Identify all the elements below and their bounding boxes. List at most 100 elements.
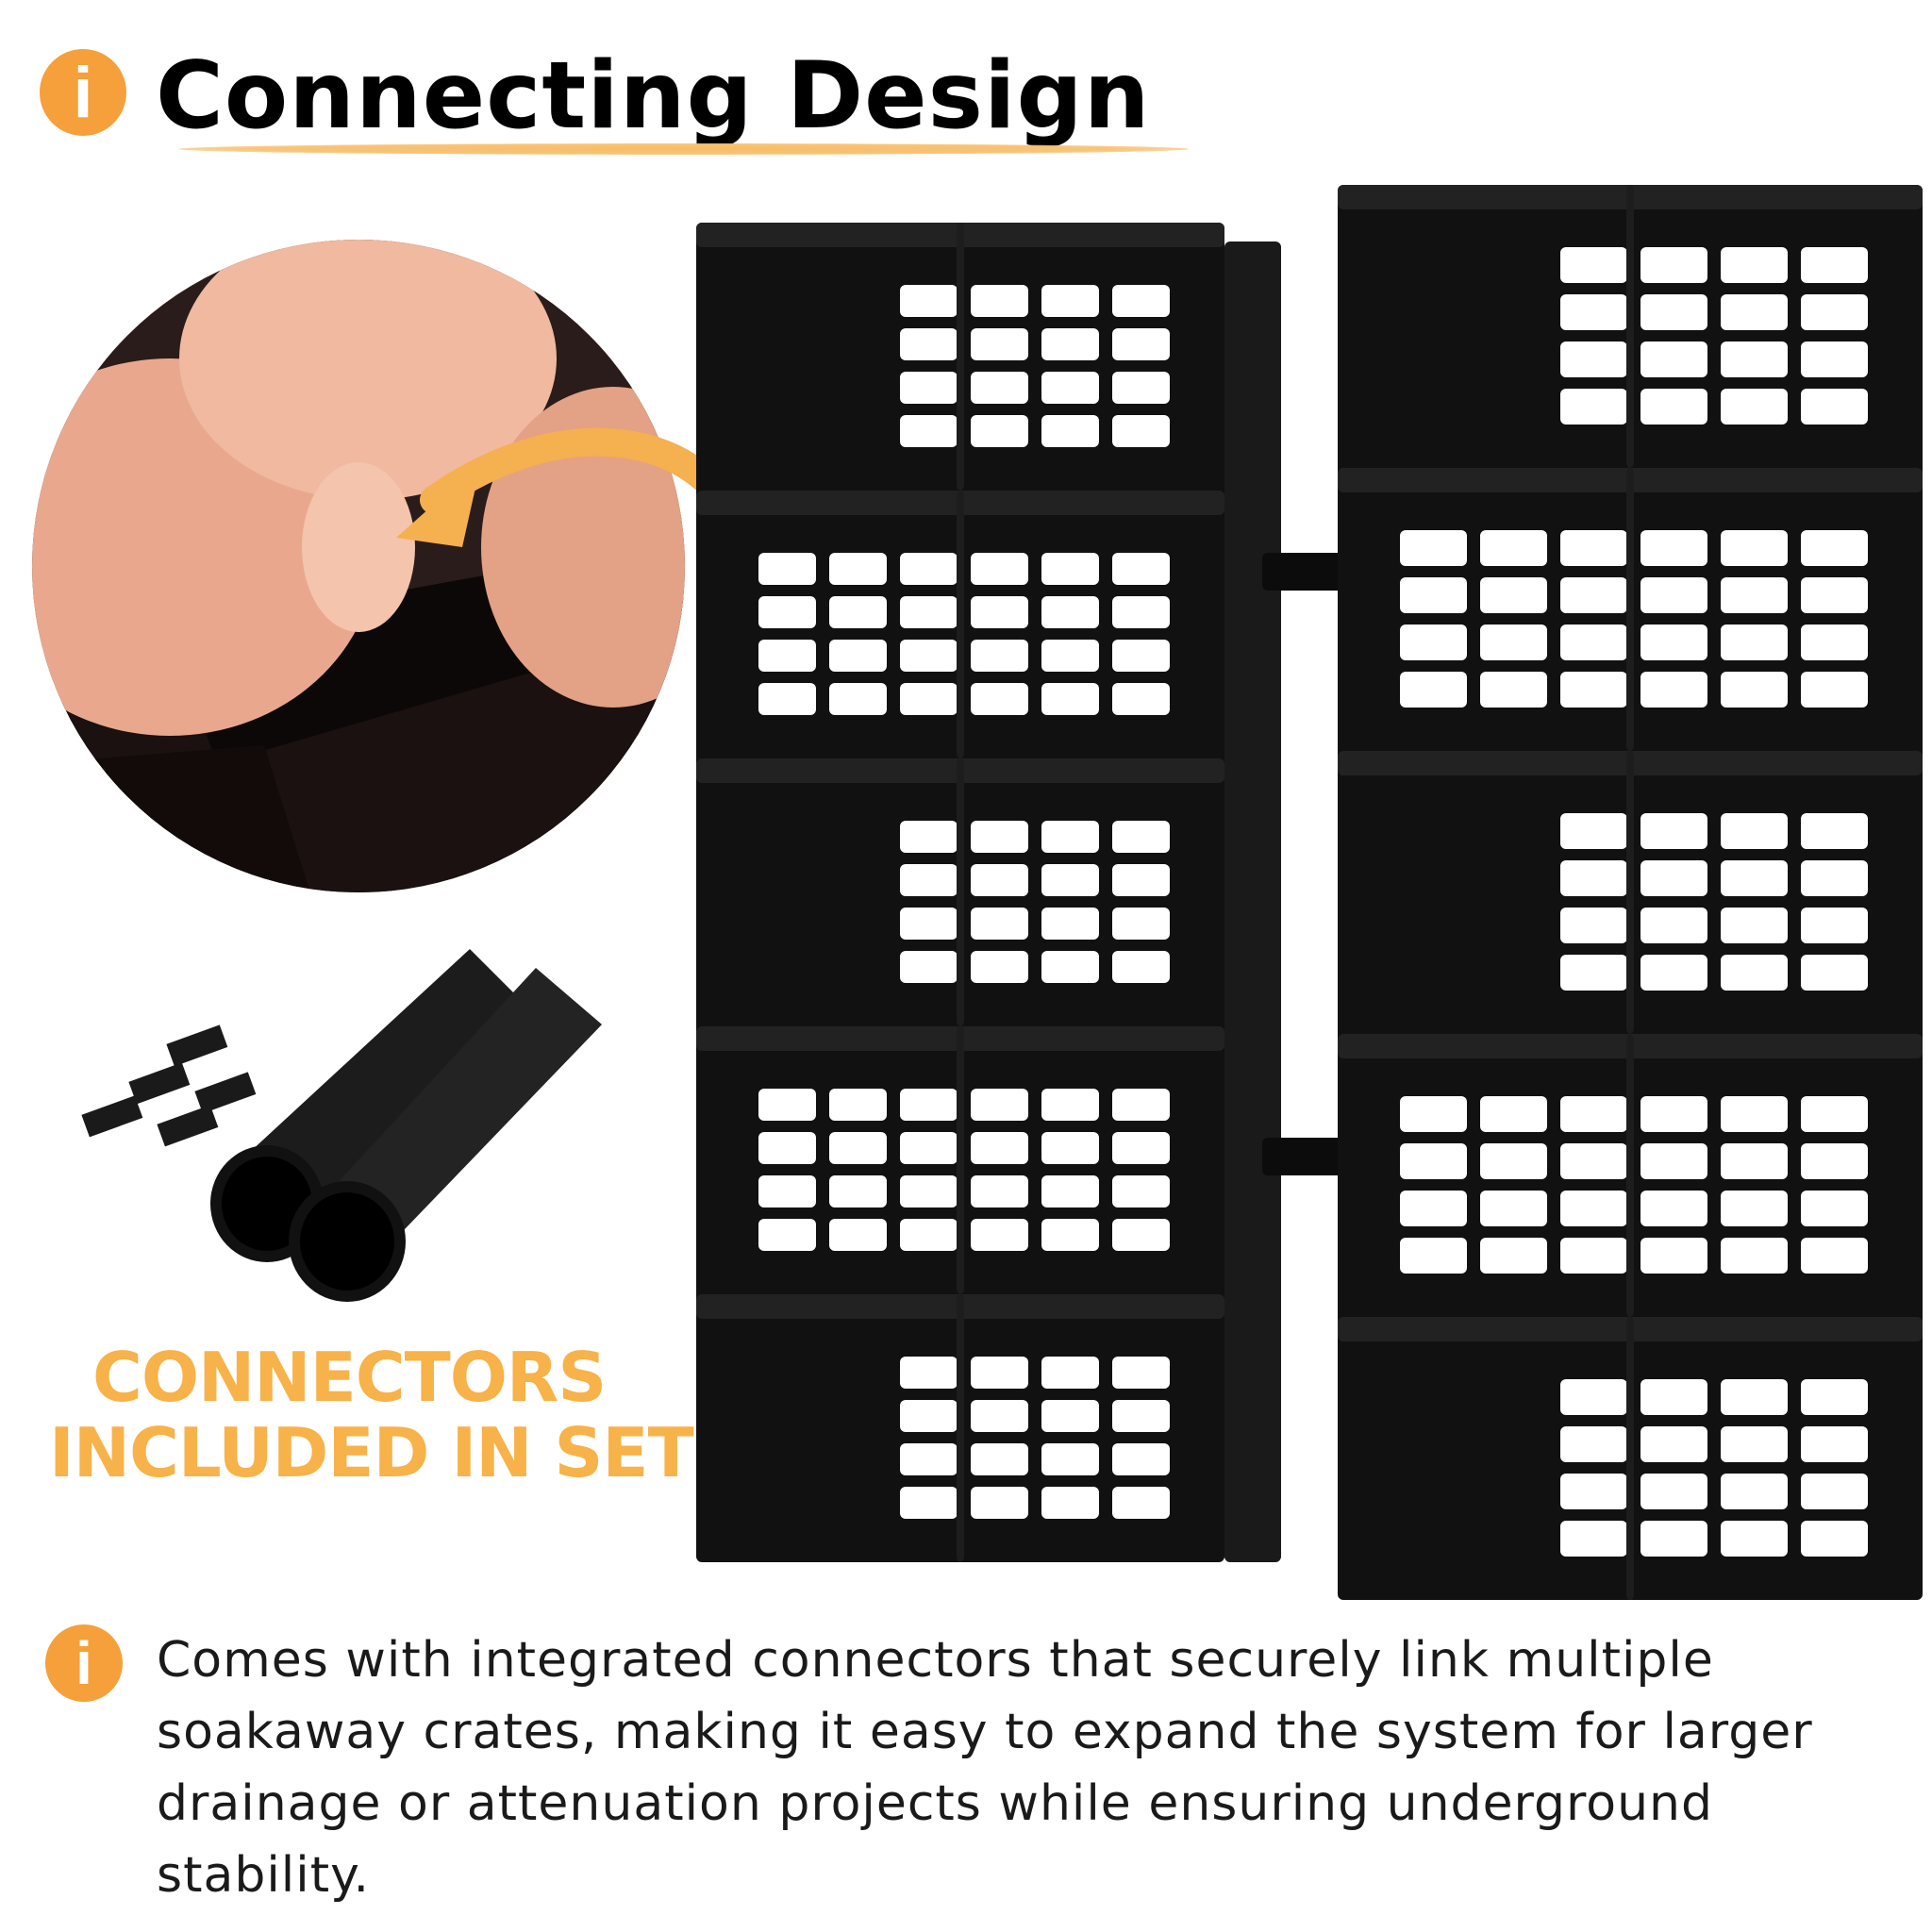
- crate-opening: [1041, 596, 1099, 628]
- crate-opening: [1041, 415, 1099, 447]
- crate-opening: [971, 821, 1028, 853]
- crate-opening: [1112, 864, 1170, 896]
- crate-opening: [1721, 672, 1788, 708]
- crate-opening: [900, 596, 958, 628]
- crate-opening: [1641, 625, 1707, 660]
- crate-opening: [1112, 596, 1170, 628]
- crate-opening: [971, 1400, 1028, 1432]
- crate-opening: [900, 640, 958, 672]
- crate-opening: [1041, 1089, 1099, 1121]
- crate-opening: [1480, 1191, 1547, 1226]
- crate-side-panel: [1224, 242, 1281, 1562]
- crate-opening: [1721, 341, 1788, 377]
- crate-opening: [1041, 1487, 1099, 1519]
- crate-opening: [1641, 294, 1707, 330]
- crate-opening: [1112, 328, 1170, 360]
- crate-opening: [1801, 1143, 1868, 1179]
- crate-opening: [1721, 1426, 1788, 1462]
- crate-opening: [1480, 672, 1547, 708]
- crate-opening: [829, 1132, 887, 1164]
- crate-opening: [1480, 1143, 1547, 1179]
- crate-opening: [1560, 1238, 1627, 1274]
- crate-opening: [1801, 1379, 1868, 1415]
- crate-opening: [1112, 640, 1170, 672]
- description-info-icon: i: [45, 1624, 123, 1702]
- crate-opening: [829, 683, 887, 715]
- crate-opening: [1721, 530, 1788, 566]
- crate-opening: [1560, 1143, 1627, 1179]
- crate-opening: [1641, 1426, 1707, 1462]
- crate-opening: [1112, 1175, 1170, 1208]
- connector-pipe: [1262, 553, 1357, 591]
- crate-opening: [1560, 908, 1627, 943]
- crate-opening: [1641, 341, 1707, 377]
- crate-opening: [1801, 247, 1868, 283]
- crate-opening: [971, 553, 1028, 585]
- crate-opening: [829, 553, 887, 585]
- crate-opening: [1400, 577, 1467, 613]
- crate-opening: [758, 1089, 816, 1121]
- crate-opening: [758, 683, 816, 715]
- crate-opening: [1801, 389, 1868, 425]
- crate-opening: [1112, 553, 1170, 585]
- crate-opening: [1560, 1474, 1627, 1509]
- crate-opening: [1641, 389, 1707, 425]
- crate-opening: [1041, 640, 1099, 672]
- crate-opening: [758, 553, 816, 585]
- crate-opening: [1041, 951, 1099, 983]
- crate-opening: [1112, 1219, 1170, 1251]
- crate-opening: [900, 1487, 958, 1519]
- title-underline: [179, 143, 1189, 155]
- crate-opening: [1641, 1191, 1707, 1226]
- crate-opening: [1721, 625, 1788, 660]
- crate-opening: [1721, 1143, 1788, 1179]
- crate-opening: [1112, 1089, 1170, 1121]
- crate-opening: [971, 372, 1028, 404]
- crate-opening: [1560, 341, 1627, 377]
- crate-opening: [1041, 285, 1099, 317]
- crate-stack-image: [696, 185, 1923, 1600]
- crate-opening: [1112, 908, 1170, 940]
- crate-opening: [1721, 1191, 1788, 1226]
- connector-pipe: [1262, 1138, 1357, 1175]
- crate-opening: [1041, 683, 1099, 715]
- crate-opening: [1801, 908, 1868, 943]
- crate-opening: [1560, 860, 1627, 896]
- crate-opening: [1801, 625, 1868, 660]
- crate-opening: [1721, 294, 1788, 330]
- callout-line-1: CONNECTORS: [92, 1338, 607, 1417]
- crate-opening: [1721, 1521, 1788, 1557]
- crate-opening: [1801, 1426, 1868, 1462]
- crate-opening: [971, 1175, 1028, 1208]
- crate-opening: [1641, 577, 1707, 613]
- crate-opening: [1041, 821, 1099, 853]
- crate-opening: [900, 553, 958, 585]
- crate-opening: [971, 908, 1028, 940]
- crate-opening: [971, 1219, 1028, 1251]
- crate-opening: [1801, 1096, 1868, 1132]
- crate-opening: [1400, 1191, 1467, 1226]
- crate-opening: [1641, 1379, 1707, 1415]
- crate-opening: [900, 1089, 958, 1121]
- crate-opening: [1560, 955, 1627, 991]
- header-info-icon: i: [40, 49, 126, 136]
- callout-line-2: INCLUDED IN SET: [49, 1413, 694, 1492]
- crate-opening: [1112, 1487, 1170, 1519]
- crate-opening: [900, 1400, 958, 1432]
- crate-opening: [1560, 672, 1627, 708]
- crate-opening: [1560, 625, 1627, 660]
- crate-opening: [1480, 530, 1547, 566]
- crate-opening: [1641, 813, 1707, 849]
- crate-opening: [971, 596, 1028, 628]
- crate-opening: [971, 415, 1028, 447]
- crate-opening: [971, 285, 1028, 317]
- crate-opening: [1112, 285, 1170, 317]
- crate-opening: [1721, 1474, 1788, 1509]
- crate-opening: [1041, 1219, 1099, 1251]
- crate-opening: [1560, 1379, 1627, 1415]
- crate-opening: [829, 640, 887, 672]
- crate-opening: [829, 1175, 887, 1208]
- crate-opening: [1112, 415, 1170, 447]
- crate-opening: [971, 1132, 1028, 1164]
- crate-opening: [1801, 577, 1868, 613]
